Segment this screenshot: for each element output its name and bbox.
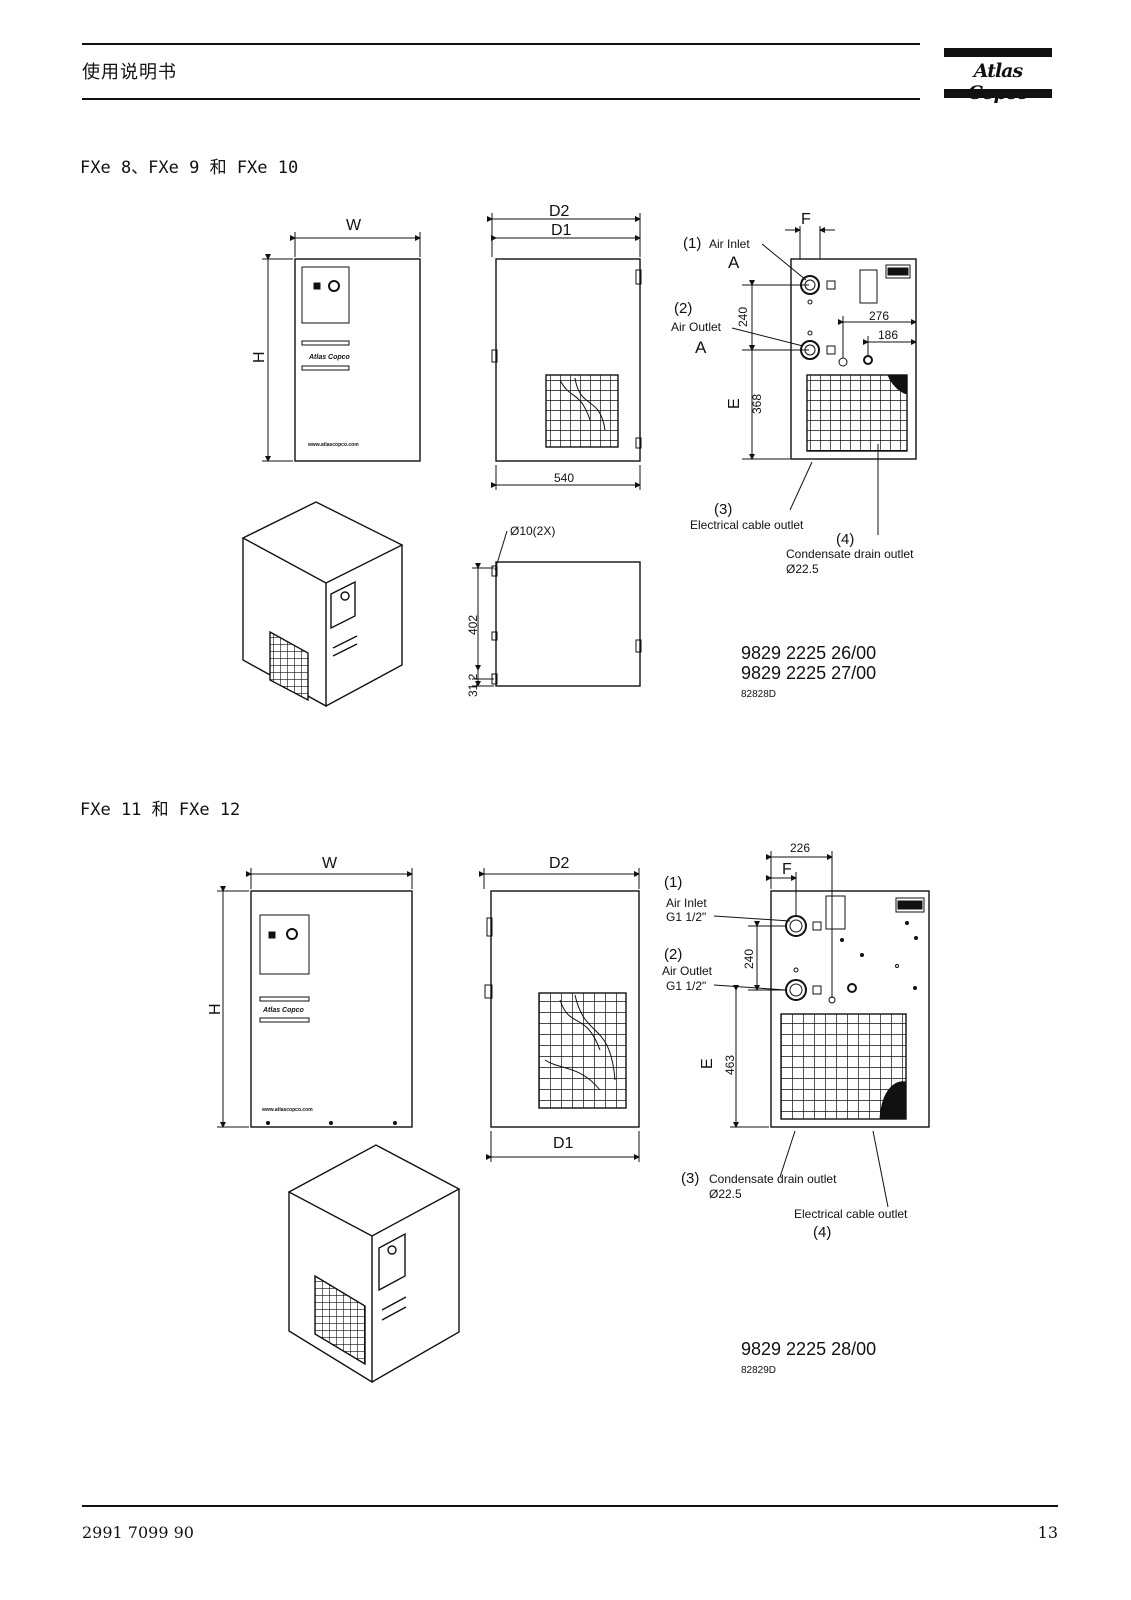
cable-number-1: (3) — [714, 501, 732, 518]
outlet-label-2: Air Outlet — [662, 964, 713, 978]
front-view-1 — [262, 232, 421, 462]
section-heading-fxe8-10: FXe 8、FXe 9 和 FXe 10 — [80, 158, 299, 178]
front-brand-1: Atlas Copco — [308, 354, 351, 361]
hole-label: Ø10(2X) — [510, 524, 555, 538]
dim-d1-1: D1 — [551, 222, 572, 239]
dim-h-2: H — [207, 1003, 224, 1015]
dim-240-1: 240 — [736, 307, 750, 327]
rear-view-2 — [713, 851, 930, 1208]
outlet-thread-2: G1 1/2" — [666, 979, 706, 993]
side-view-1 — [487, 213, 642, 490]
part-code-28: 9829 2225 28/00 — [741, 1339, 876, 1359]
dim-d2-1: D2 — [549, 203, 570, 220]
dim-186: 186 — [878, 328, 898, 342]
header-top-rule — [82, 43, 920, 45]
dim-276: 276 — [869, 309, 889, 323]
front-view-2 — [217, 868, 413, 1128]
drain-label-2: Condensate drain outlet — [709, 1172, 837, 1186]
drain-number-1: (4) — [836, 531, 854, 548]
front-brand-2: Atlas Copco — [262, 1007, 305, 1014]
inlet-label-2: Air Inlet — [666, 896, 707, 910]
dim-h-1: H — [251, 351, 268, 363]
side-view-2 — [479, 868, 640, 1162]
dim-540: 540 — [554, 471, 574, 485]
outlet-number-1: (2) — [674, 300, 692, 317]
drain-label-1: Condensate drain outlet — [786, 547, 914, 561]
atlas-copco-logo: Atlas Copco — [944, 48, 1052, 104]
inlet-number-1: (1) — [683, 235, 701, 252]
isometric-view-2 — [287, 1144, 461, 1384]
drain-diameter-1: Ø22.5 — [786, 562, 819, 576]
outlet-view-a: A — [695, 338, 707, 357]
drawing-number-1: 82828D — [741, 689, 776, 700]
section-heading-fxe11-12: FXe 11 和 FXe 12 — [80, 800, 241, 820]
rear-view-1 — [731, 226, 917, 535]
outlet-number-2: (2) — [664, 946, 682, 963]
drain-diameter-2: Ø22.5 — [709, 1187, 742, 1201]
dim-e-2: E — [699, 1058, 716, 1069]
manual-title: 使用说明书 — [82, 62, 177, 83]
drawing-number-2: 82829D — [741, 1365, 776, 1376]
front-url-1: www.atlascopco.com — [307, 442, 359, 448]
cable-number-2: (4) — [813, 1224, 831, 1241]
dim-240-2: 240 — [742, 949, 756, 969]
dim-w-1: W — [346, 217, 362, 234]
drain-number-2: (3) — [681, 1170, 699, 1187]
dim-31-2: 31.2 — [466, 673, 480, 697]
front-url-2: www.atlascopco.com — [261, 1107, 313, 1113]
inlet-view-a: A — [728, 253, 740, 272]
isometric-view-1 — [241, 501, 404, 708]
dim-e-1: E — [726, 398, 743, 409]
cable-label-1: Electrical cable outlet — [690, 518, 804, 532]
dim-f-2: F — [782, 861, 792, 878]
dim-w-2: W — [322, 855, 338, 872]
dim-f-1: F — [801, 211, 811, 228]
dim-d2-2: D2 — [549, 855, 570, 872]
page-number: 13 — [1037, 1523, 1058, 1542]
cable-label-2: Electrical cable outlet — [794, 1207, 908, 1221]
dim-368: 368 — [750, 394, 764, 414]
dim-d1-2: D1 — [553, 1135, 574, 1152]
header-bottom-rule — [82, 98, 920, 100]
part-code-26: 9829 2225 26/00 — [741, 643, 876, 663]
footer-rule — [82, 1505, 1058, 1507]
inlet-number-2: (1) — [664, 874, 682, 891]
outlet-label-1: Air Outlet — [671, 320, 722, 334]
inlet-thread-2: G1 1/2" — [666, 910, 706, 924]
dim-463: 463 — [723, 1055, 737, 1075]
dim-226: 226 — [790, 841, 810, 855]
dim-402: 402 — [466, 615, 480, 635]
part-code-27: 9829 2225 27/00 — [741, 663, 876, 683]
inlet-label-1: Air Inlet — [709, 237, 750, 251]
hole-view-1 — [472, 530, 642, 687]
document-number: 2991 7099 90 — [82, 1523, 194, 1542]
